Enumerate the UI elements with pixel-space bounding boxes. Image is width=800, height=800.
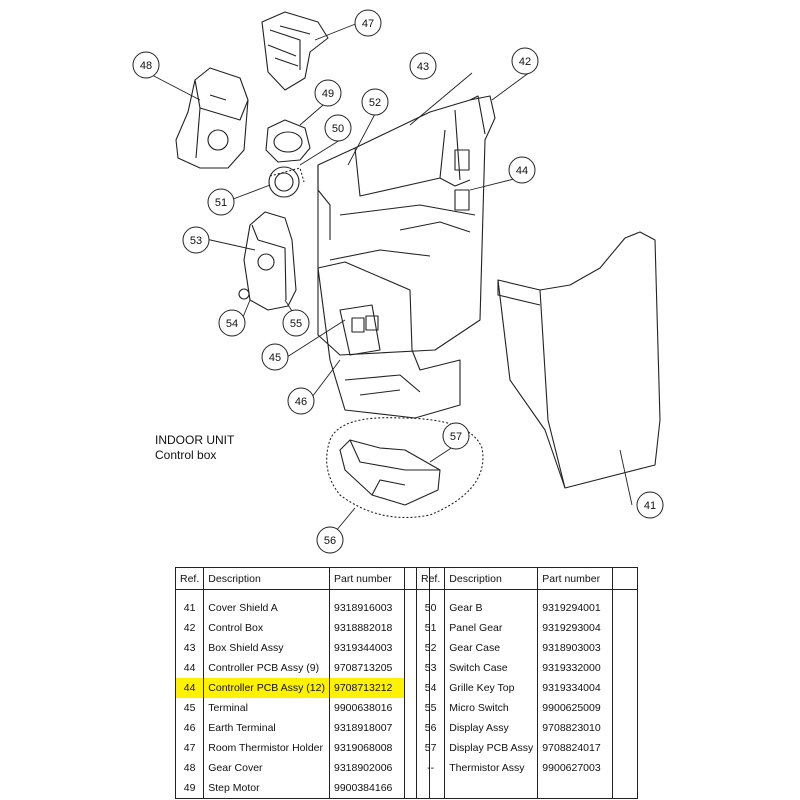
callout-label-49: 49 (322, 88, 334, 100)
callout-label-52: 52 (369, 97, 381, 109)
part-drawing-terminal (317, 261, 461, 419)
callout-label-48: 48 (140, 60, 152, 72)
part-drawing-47 (261, 11, 329, 91)
callout-50 (324, 114, 352, 142)
header-part-number: Part number (537, 567, 614, 590)
callout-45 (261, 343, 289, 371)
header-ref: Ref. (415, 567, 446, 590)
callout-label-55: 55 (290, 318, 302, 330)
header-ref: Ref. (174, 567, 205, 590)
callout-56 (316, 526, 344, 554)
callout-57 (442, 422, 470, 450)
table-row (415, 778, 639, 799)
callout-42 (511, 47, 539, 75)
callout-51 (207, 188, 235, 216)
callout-label-51: 51 (215, 197, 227, 209)
callout-48 (132, 51, 160, 79)
callout-label-57: 57 (450, 431, 462, 443)
callout-41 (636, 491, 664, 519)
part-drawing-53 (238, 211, 297, 311)
part-drawing-41 (497, 231, 661, 489)
table-spacer (174, 589, 430, 598)
callout-label-46: 46 (295, 396, 307, 408)
header-part-number: Part number (328, 567, 405, 590)
callout-53 (182, 226, 210, 254)
callout-46 (287, 387, 315, 415)
callout-55 (282, 309, 310, 337)
header-description: Description (444, 567, 539, 590)
part-drawing-49 (265, 119, 311, 163)
table-header-row: Ref. Description Part number (174, 567, 430, 590)
callout-label-50: 50 (332, 123, 344, 135)
callout-52 (361, 88, 389, 116)
callout-43 (409, 52, 437, 80)
part-drawing-51 (268, 166, 305, 198)
caption-subtitle: Control box (155, 448, 217, 462)
caption-title: INDOOR UNIT (155, 433, 235, 447)
header-description: Description (203, 567, 330, 590)
callout-label-53: 53 (190, 235, 202, 247)
callout-47 (354, 9, 382, 37)
callout-label-43: 43 (417, 61, 429, 73)
callout-label-54: 54 (226, 318, 238, 330)
table-spacer (415, 589, 639, 598)
part-drawing-control-box (317, 95, 496, 356)
callout-label-56: 56 (324, 535, 336, 547)
part-drawing-57 (339, 439, 441, 506)
header-blank (612, 567, 639, 590)
callout-label-47: 47 (362, 18, 374, 30)
part-drawing-48 (175, 67, 249, 169)
callout-label-44: 44 (516, 165, 528, 177)
table-header-row: Ref. Description Part number (415, 567, 639, 590)
callout-label-41: 41 (644, 500, 656, 512)
callout-49 (314, 79, 342, 107)
callout-54 (218, 309, 246, 337)
callout-label-45: 45 (269, 352, 281, 364)
callout-label-42: 42 (519, 56, 531, 68)
display-assy-outline (326, 417, 484, 518)
callout-44 (508, 156, 536, 184)
